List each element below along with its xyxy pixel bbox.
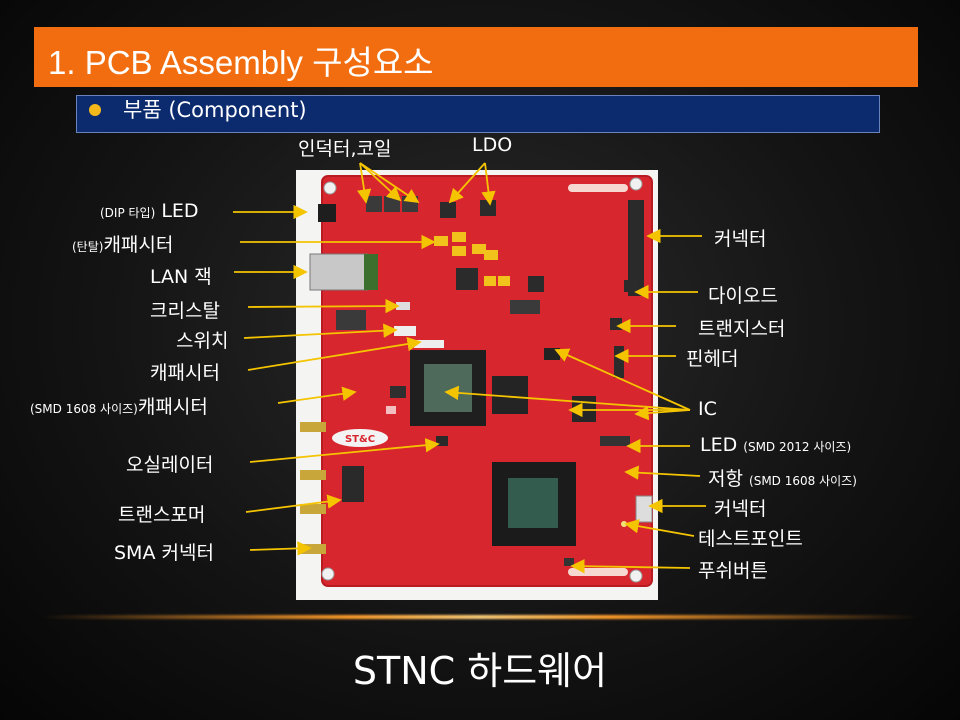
label-resistor-note: (SMD 1608 사이즈) (749, 474, 857, 488)
label-test-point: 테스트포인트 (698, 528, 803, 550)
led-smd-part (600, 436, 630, 446)
lan-jack-part (309, 253, 369, 291)
ic-die (424, 364, 472, 412)
label-push-button: 푸쉬버튼 (698, 560, 768, 582)
label-switch: 스위치 (176, 330, 229, 352)
label-led-dip-note: (DIP 타입) (100, 206, 156, 220)
label-led-dip: (DIP 타입) LED (100, 200, 199, 222)
label-led-smd-note: (SMD 2012 사이즈) (743, 440, 852, 454)
label-led-smd: LED (SMD 2012 사이즈) (700, 434, 851, 456)
sma-connector (300, 544, 326, 554)
board-logo-text: ST&C (345, 434, 375, 445)
lan-magnetics (364, 254, 378, 290)
label-lan: LAN 잭 (150, 266, 212, 288)
inductor-part (366, 196, 382, 212)
label-inductor: 인덕터,코일 (298, 138, 392, 160)
tantalum-cap (472, 244, 486, 254)
slide-footer: STNC 하드웨어 (352, 649, 608, 693)
label-ldo: LDO (472, 134, 513, 156)
mounting-hole (629, 177, 643, 191)
mounting-hole (321, 567, 335, 581)
ic-second-die (508, 478, 558, 528)
smd-cap (386, 406, 396, 414)
ldo-part (440, 202, 456, 218)
label-cap-tant-note: (탄탈) (72, 240, 104, 254)
tantalum-cap (452, 246, 466, 256)
bullet-icon (89, 104, 101, 116)
led-dip-part (318, 204, 336, 222)
label-diode: 다이오드 (708, 285, 778, 307)
label-oscillator: 오실레이터 (126, 454, 214, 476)
footer-divider (40, 615, 920, 619)
label-connector1: 커넥터 (714, 228, 767, 250)
connector-part-2 (635, 495, 653, 523)
inductor-part (384, 196, 400, 212)
label-cap-smd-text: 캐패시터 (137, 396, 208, 418)
sma-connector (300, 504, 326, 514)
slide-title: 1. PCB Assembly 구성요소 (48, 44, 434, 81)
transformer-part (342, 466, 364, 502)
capacitor-row (414, 340, 444, 348)
tantalum-cap (452, 232, 466, 242)
sma-connector (300, 422, 326, 432)
board-logo (332, 429, 388, 447)
label-capacitor: 캐패시터 (150, 362, 220, 384)
mounting-hole (323, 181, 337, 195)
pcb-board-drawing: ST&C (300, 175, 653, 587)
title-bar: 1. PCB Assembly 구성요소 (34, 27, 918, 87)
label-cap-smd-note: (SMD 1608 사이즈) (30, 402, 138, 416)
label-led-smd-text: LED (700, 434, 738, 456)
subtitle-box: 부품 (Component) (76, 95, 880, 133)
pcb-photo: ST&C (296, 170, 658, 600)
mounting-slot (568, 568, 628, 576)
label-cap-smd: (SMD 1608 사이즈)캐패시터 (30, 392, 208, 419)
tantalum-cap (484, 250, 498, 260)
smd-cluster (510, 300, 540, 314)
label-cap-tant-text: 캐패시터 (103, 234, 174, 256)
push-button-part (564, 558, 574, 566)
smd-cluster (336, 310, 366, 330)
label-cap-tant: (탄탈)캐패시터 (72, 230, 173, 257)
diode-part (624, 280, 638, 292)
label-ic: IC (698, 398, 717, 420)
label-pin-header: 핀헤더 (686, 348, 739, 370)
pcb-substrate (321, 175, 653, 587)
sma-connector (300, 470, 326, 480)
mounting-hole (629, 569, 643, 583)
label-transistor: 트랜지스터 (698, 318, 786, 340)
oscillator-part (436, 436, 448, 446)
ic-part (390, 386, 406, 398)
tantalum-cap (484, 276, 496, 286)
ic-part (572, 396, 596, 422)
pin-header-part (614, 346, 624, 378)
ldo-part (528, 276, 544, 292)
ic-part (456, 268, 478, 290)
ic-part-small (544, 348, 560, 360)
ic-part (492, 376, 528, 414)
ldo-part (480, 200, 496, 216)
mounting-slot (568, 184, 628, 192)
label-connector2: 커넥터 (714, 498, 767, 520)
tantalum-cap (498, 276, 510, 286)
crystal-part (396, 302, 410, 310)
transistor-part (610, 318, 622, 330)
label-sma: SMA 커넥터 (114, 542, 214, 564)
label-resistor-text: 저항 (708, 468, 743, 490)
label-crystal: 크리스탈 (150, 300, 220, 322)
label-led-dip-text: LED (161, 200, 199, 222)
label-transformer: 트랜스포머 (118, 504, 206, 526)
label-resistor: 저항 (SMD 1608 사이즈) (708, 464, 857, 491)
test-point-part (621, 521, 627, 527)
tantalum-cap (434, 236, 448, 246)
slide-subtitle: 부품 (Component) (123, 98, 307, 122)
connector-part (628, 200, 644, 296)
inductor-part (402, 196, 418, 212)
switch-part (394, 326, 416, 336)
